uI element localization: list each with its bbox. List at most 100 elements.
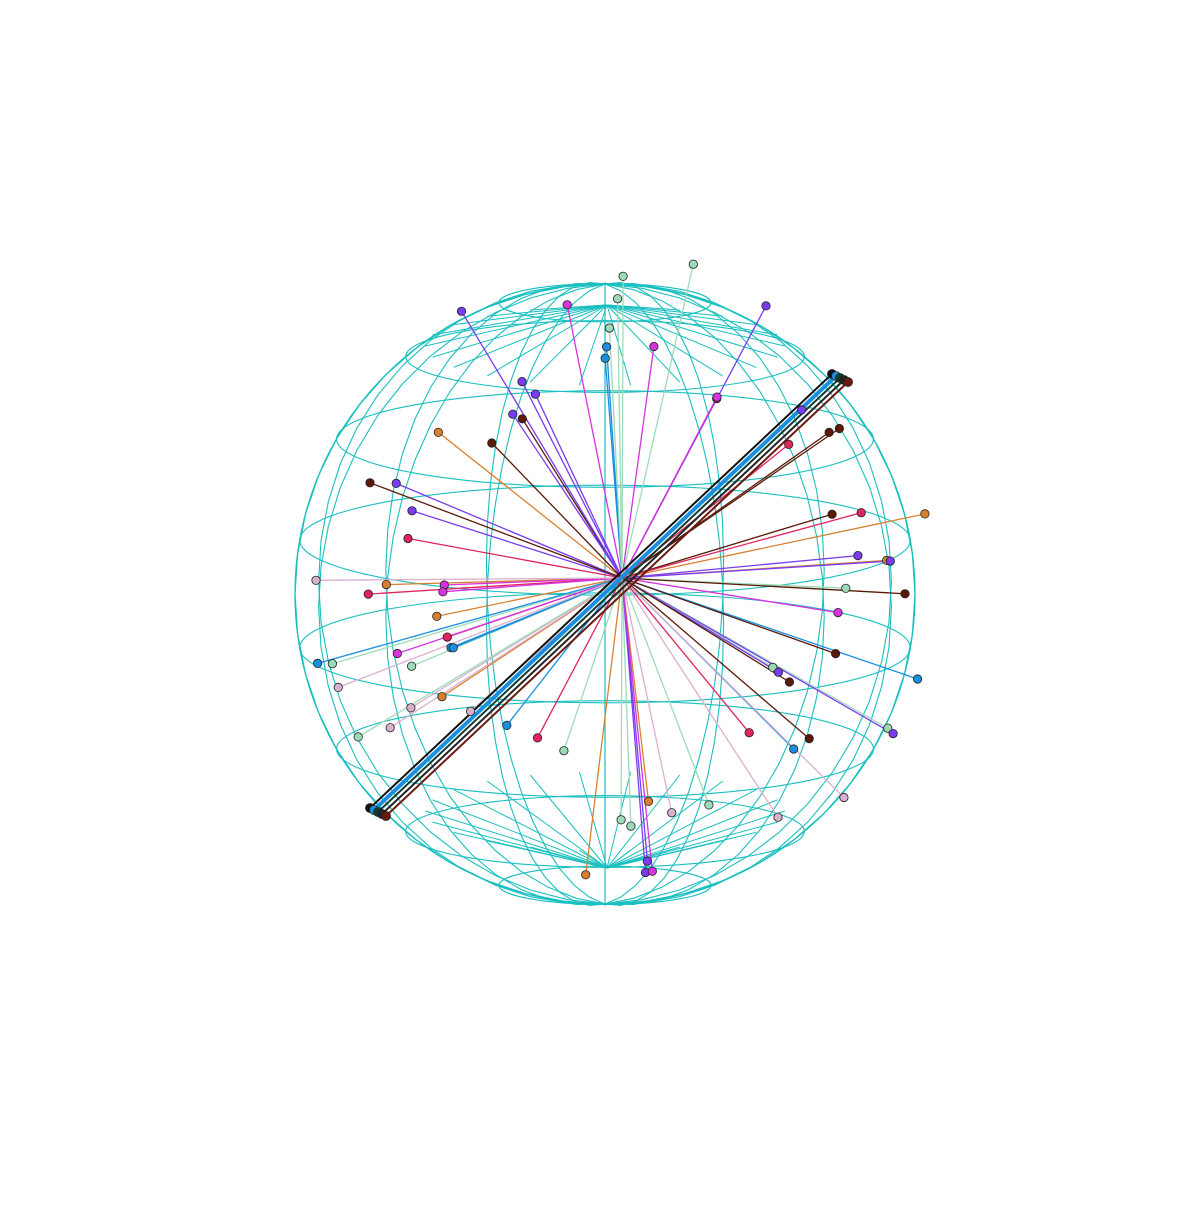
track-line <box>621 513 926 579</box>
track-end-marker <box>888 728 898 739</box>
track-line <box>397 577 623 655</box>
track-end-marker <box>839 792 849 803</box>
track-line <box>621 577 894 735</box>
pole-spoke <box>606 304 778 358</box>
track-end-marker <box>827 509 837 519</box>
track-line <box>563 577 623 751</box>
track-end-marker <box>600 353 610 363</box>
track-end-marker <box>353 732 363 742</box>
track-line <box>621 577 845 798</box>
track-line <box>621 577 750 734</box>
track-line <box>621 577 839 614</box>
track-end-marker <box>920 509 930 519</box>
track-end-marker <box>601 342 612 352</box>
track-line <box>536 577 623 739</box>
pole-spoke <box>432 304 608 336</box>
track-end-marker <box>784 439 794 449</box>
pole-spoke <box>487 304 608 377</box>
track-end-marker <box>618 271 628 281</box>
meridian-line <box>604 283 725 906</box>
pole-spoke <box>453 789 608 869</box>
track-line <box>621 427 840 579</box>
track-end-marker <box>604 323 615 333</box>
track-end-marker <box>712 392 722 402</box>
track-line <box>521 381 623 579</box>
meridian-line <box>385 283 606 905</box>
track-end-marker <box>643 796 654 807</box>
jet-track <box>369 373 833 809</box>
track-end-marker <box>789 744 799 754</box>
pole-spoke <box>606 304 757 368</box>
track-end-marker <box>559 746 569 756</box>
track-line <box>621 577 632 827</box>
pole-spoke <box>529 304 608 383</box>
pole-spoke <box>606 304 723 317</box>
track-end-marker <box>562 300 572 310</box>
track-line <box>460 310 623 579</box>
track-end-marker <box>616 815 626 825</box>
track-line <box>621 513 833 579</box>
track-end-marker <box>502 720 512 731</box>
meridian-line <box>294 283 606 905</box>
track-end-marker <box>900 589 910 599</box>
track-end-marker <box>834 423 845 434</box>
track-line <box>585 577 623 875</box>
pole-spoke <box>606 821 778 869</box>
track-line <box>608 327 623 579</box>
track-end-marker <box>508 409 518 419</box>
pole-spoke <box>606 799 778 869</box>
track-line <box>621 577 779 818</box>
pole-spoke <box>606 846 680 869</box>
track-end-marker <box>438 587 448 597</box>
track-line <box>395 482 623 579</box>
track-end-marker <box>833 607 843 618</box>
pole-spoke <box>529 774 608 869</box>
track-end-marker <box>403 533 413 544</box>
track-line <box>621 396 718 579</box>
track-line <box>621 577 790 683</box>
track-end-marker <box>744 728 754 738</box>
track-end-marker <box>407 506 417 516</box>
track-line <box>620 577 623 820</box>
track-line <box>411 510 623 579</box>
pole-spoke <box>578 771 608 869</box>
track-end-marker <box>761 301 771 311</box>
track-end-marker <box>856 508 866 518</box>
jet-track <box>381 379 845 815</box>
track-line <box>621 554 858 579</box>
meridian-line <box>604 283 825 905</box>
track-line <box>506 577 623 726</box>
track-line <box>566 304 623 579</box>
pole-spoke <box>606 304 723 377</box>
track-end-marker <box>824 427 834 437</box>
track-end-marker <box>912 674 923 684</box>
track-line <box>337 577 623 689</box>
track-line <box>317 577 623 665</box>
track-end-marker <box>581 870 591 880</box>
track-end-marker <box>385 723 395 733</box>
track-end-marker <box>487 438 497 448</box>
track-end-marker <box>841 583 851 593</box>
track-end-marker <box>442 632 452 642</box>
track-end-marker <box>773 812 783 822</box>
pole-spoke <box>425 810 608 869</box>
track-line <box>369 482 623 579</box>
track-line <box>621 577 810 740</box>
pole-spoke <box>606 810 785 869</box>
pole-spoke <box>606 780 724 869</box>
track-line <box>389 577 623 729</box>
track-end-marker <box>804 733 814 744</box>
track-line <box>621 577 836 655</box>
jet-end-marker <box>843 377 853 387</box>
meridian-line <box>385 283 606 905</box>
track-end-marker <box>784 677 795 687</box>
track-end-marker <box>796 405 807 415</box>
track-end-marker <box>649 341 659 352</box>
jet-track <box>385 381 849 817</box>
pole-spoke <box>425 304 608 347</box>
track-line <box>621 577 673 813</box>
pole-spoke <box>453 831 608 869</box>
track-line <box>621 577 906 595</box>
track-line <box>621 276 624 579</box>
pole-spoke <box>606 789 757 869</box>
